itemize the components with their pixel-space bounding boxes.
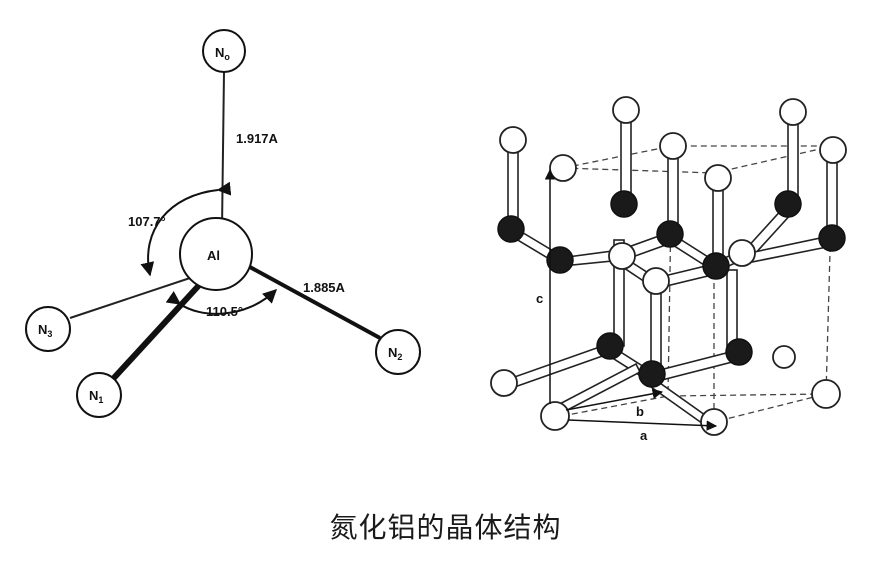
bond-al-n3 (69, 275, 197, 319)
svg-text:Al: Al (207, 248, 220, 263)
figure-caption: 氮化铝的晶体结构 (329, 511, 562, 544)
bond-al-n2 (247, 264, 381, 340)
bond-al-n0 (221, 71, 225, 229)
atom-n3: N3 (25, 306, 71, 352)
axis-c-label: c (536, 291, 543, 306)
svg-text:No: No (215, 45, 230, 62)
svg-text:N2: N2 (388, 345, 402, 362)
axis-b-arrow (565, 388, 664, 411)
angle-left-label: 107.7° (128, 214, 166, 229)
atom-n0: No (202, 29, 246, 73)
svg-text:N3: N3 (38, 322, 52, 339)
crystal-structure-diagram: c b a (490, 96, 847, 443)
dark-atoms (497, 190, 846, 388)
atom-al: Al (179, 217, 253, 291)
axis-b-label: b (636, 404, 644, 419)
atom-n2: N2 (375, 329, 421, 375)
figure-canvas: No Al N2 N3 N1 1.917A 1.885A 107.7° 110.… (25, 29, 847, 443)
atom-n1: N1 (76, 372, 122, 418)
bond-length-right-label: 1.885A (303, 280, 346, 295)
angle-bottom-label: 110.5° (206, 304, 243, 319)
tetrahedron-diagram: No Al N2 N3 N1 1.917A 1.885A 107.7° 110.… (25, 29, 421, 418)
axis-a-arrow (567, 419, 718, 431)
crystal-bonds (504, 111, 838, 428)
angle-arc-bottom (165, 289, 278, 315)
bond-length-top-label: 1.917A (236, 131, 279, 146)
bond-al-n1 (109, 279, 205, 383)
svg-text:N1: N1 (89, 388, 103, 405)
angle-arc-left (140, 181, 232, 277)
axis-a-label: a (640, 428, 648, 443)
